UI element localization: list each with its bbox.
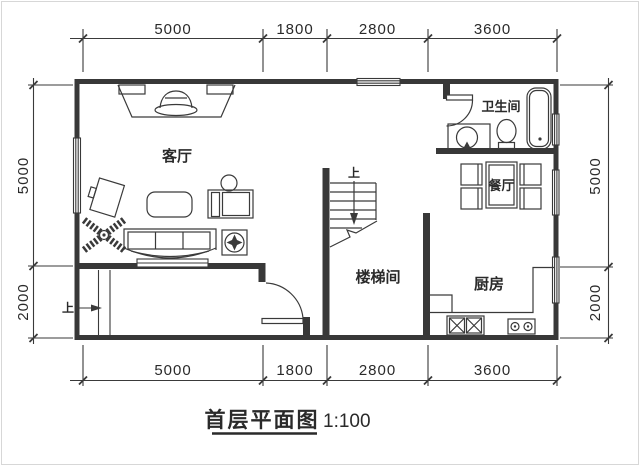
subwoofer-star-icon (226, 234, 243, 251)
doors (261, 94, 474, 325)
bathroom-door (445, 94, 474, 127)
dining-table (485, 161, 518, 209)
dim-bottom-3: 2800 (359, 362, 396, 379)
entry-arrow-icon (91, 304, 102, 312)
dimension-lines (28, 29, 614, 386)
kitchen-counter (430, 266, 554, 314)
dim-right-1: 5000 (587, 157, 604, 194)
bathtub-icon (526, 87, 552, 150)
entry-up-label: 上 (62, 300, 74, 315)
dim-bottom-4: 3600 (474, 362, 511, 379)
dim-top-4: 3600 (474, 21, 511, 38)
bathroom-label: 卫生间 (481, 99, 520, 114)
sofa (123, 228, 217, 259)
stair-arrow-icon (350, 213, 358, 225)
stove-icon (507, 318, 536, 335)
dining-chair (460, 187, 483, 210)
dim-top-1: 5000 (154, 21, 191, 38)
dim-right-2: 2000 (587, 284, 604, 321)
dim-ticks-top (78, 33, 562, 44)
windows (72, 77, 560, 304)
dim-top-3: 2800 (359, 21, 396, 38)
outer-wall (74, 79, 559, 340)
speaker-box (87, 177, 126, 218)
dim-top-2: 1800 (276, 21, 313, 38)
dim-ticks-bottom (78, 375, 562, 386)
plan-title: 首层平面图 (205, 408, 320, 432)
armchair (207, 189, 254, 219)
tv-icon (154, 90, 198, 117)
stair-break-line (329, 220, 378, 248)
dim-left-2: 2000 (15, 283, 32, 320)
stairwell-label: 楼梯间 (355, 268, 400, 286)
entry-door (261, 282, 304, 325)
plan-scale: 1:100 (323, 411, 371, 432)
bathroom-sink (447, 123, 491, 150)
window-left-wall (72, 137, 82, 214)
window-kitchen (551, 256, 560, 304)
window-behind-sofa (136, 258, 209, 268)
living-room-label: 客厅 (161, 147, 192, 165)
kitchen-fittings (429, 266, 554, 336)
dining-chair (519, 187, 542, 210)
stair-up-label: 上 (348, 165, 360, 180)
plant-icon (81, 217, 127, 253)
window-bathroom (551, 113, 560, 146)
window-dining (551, 169, 560, 216)
kitchen-entry-stub (429, 294, 453, 313)
dim-bottom-2: 1800 (276, 362, 313, 379)
stairs (329, 181, 378, 248)
dining-set (460, 161, 542, 210)
entry-porch (76, 270, 111, 336)
tv-cabinet (117, 84, 236, 118)
subwoofer (221, 229, 248, 256)
dining-chair (519, 163, 542, 186)
title-block: 首层平面图 1:100 (205, 408, 371, 435)
dim-bottom-1: 5000 (154, 362, 191, 379)
dim-ticks-right (603, 80, 614, 343)
walls (74, 79, 559, 340)
dim-left-1: 5000 (15, 157, 32, 194)
kitchen-label: 厨房 (474, 275, 504, 293)
dining-chair (460, 163, 483, 186)
window-top-wall (356, 77, 401, 87)
dim-ticks-left (28, 80, 39, 343)
dining-label: 餐厅 (487, 178, 514, 193)
coffee-table (146, 191, 193, 218)
kitchen-sink (446, 315, 485, 336)
side-table (220, 174, 238, 192)
toilet-icon (496, 118, 517, 150)
dimension-labels: 5000 1800 2800 3600 5000 1800 2800 3600 … (15, 21, 604, 379)
